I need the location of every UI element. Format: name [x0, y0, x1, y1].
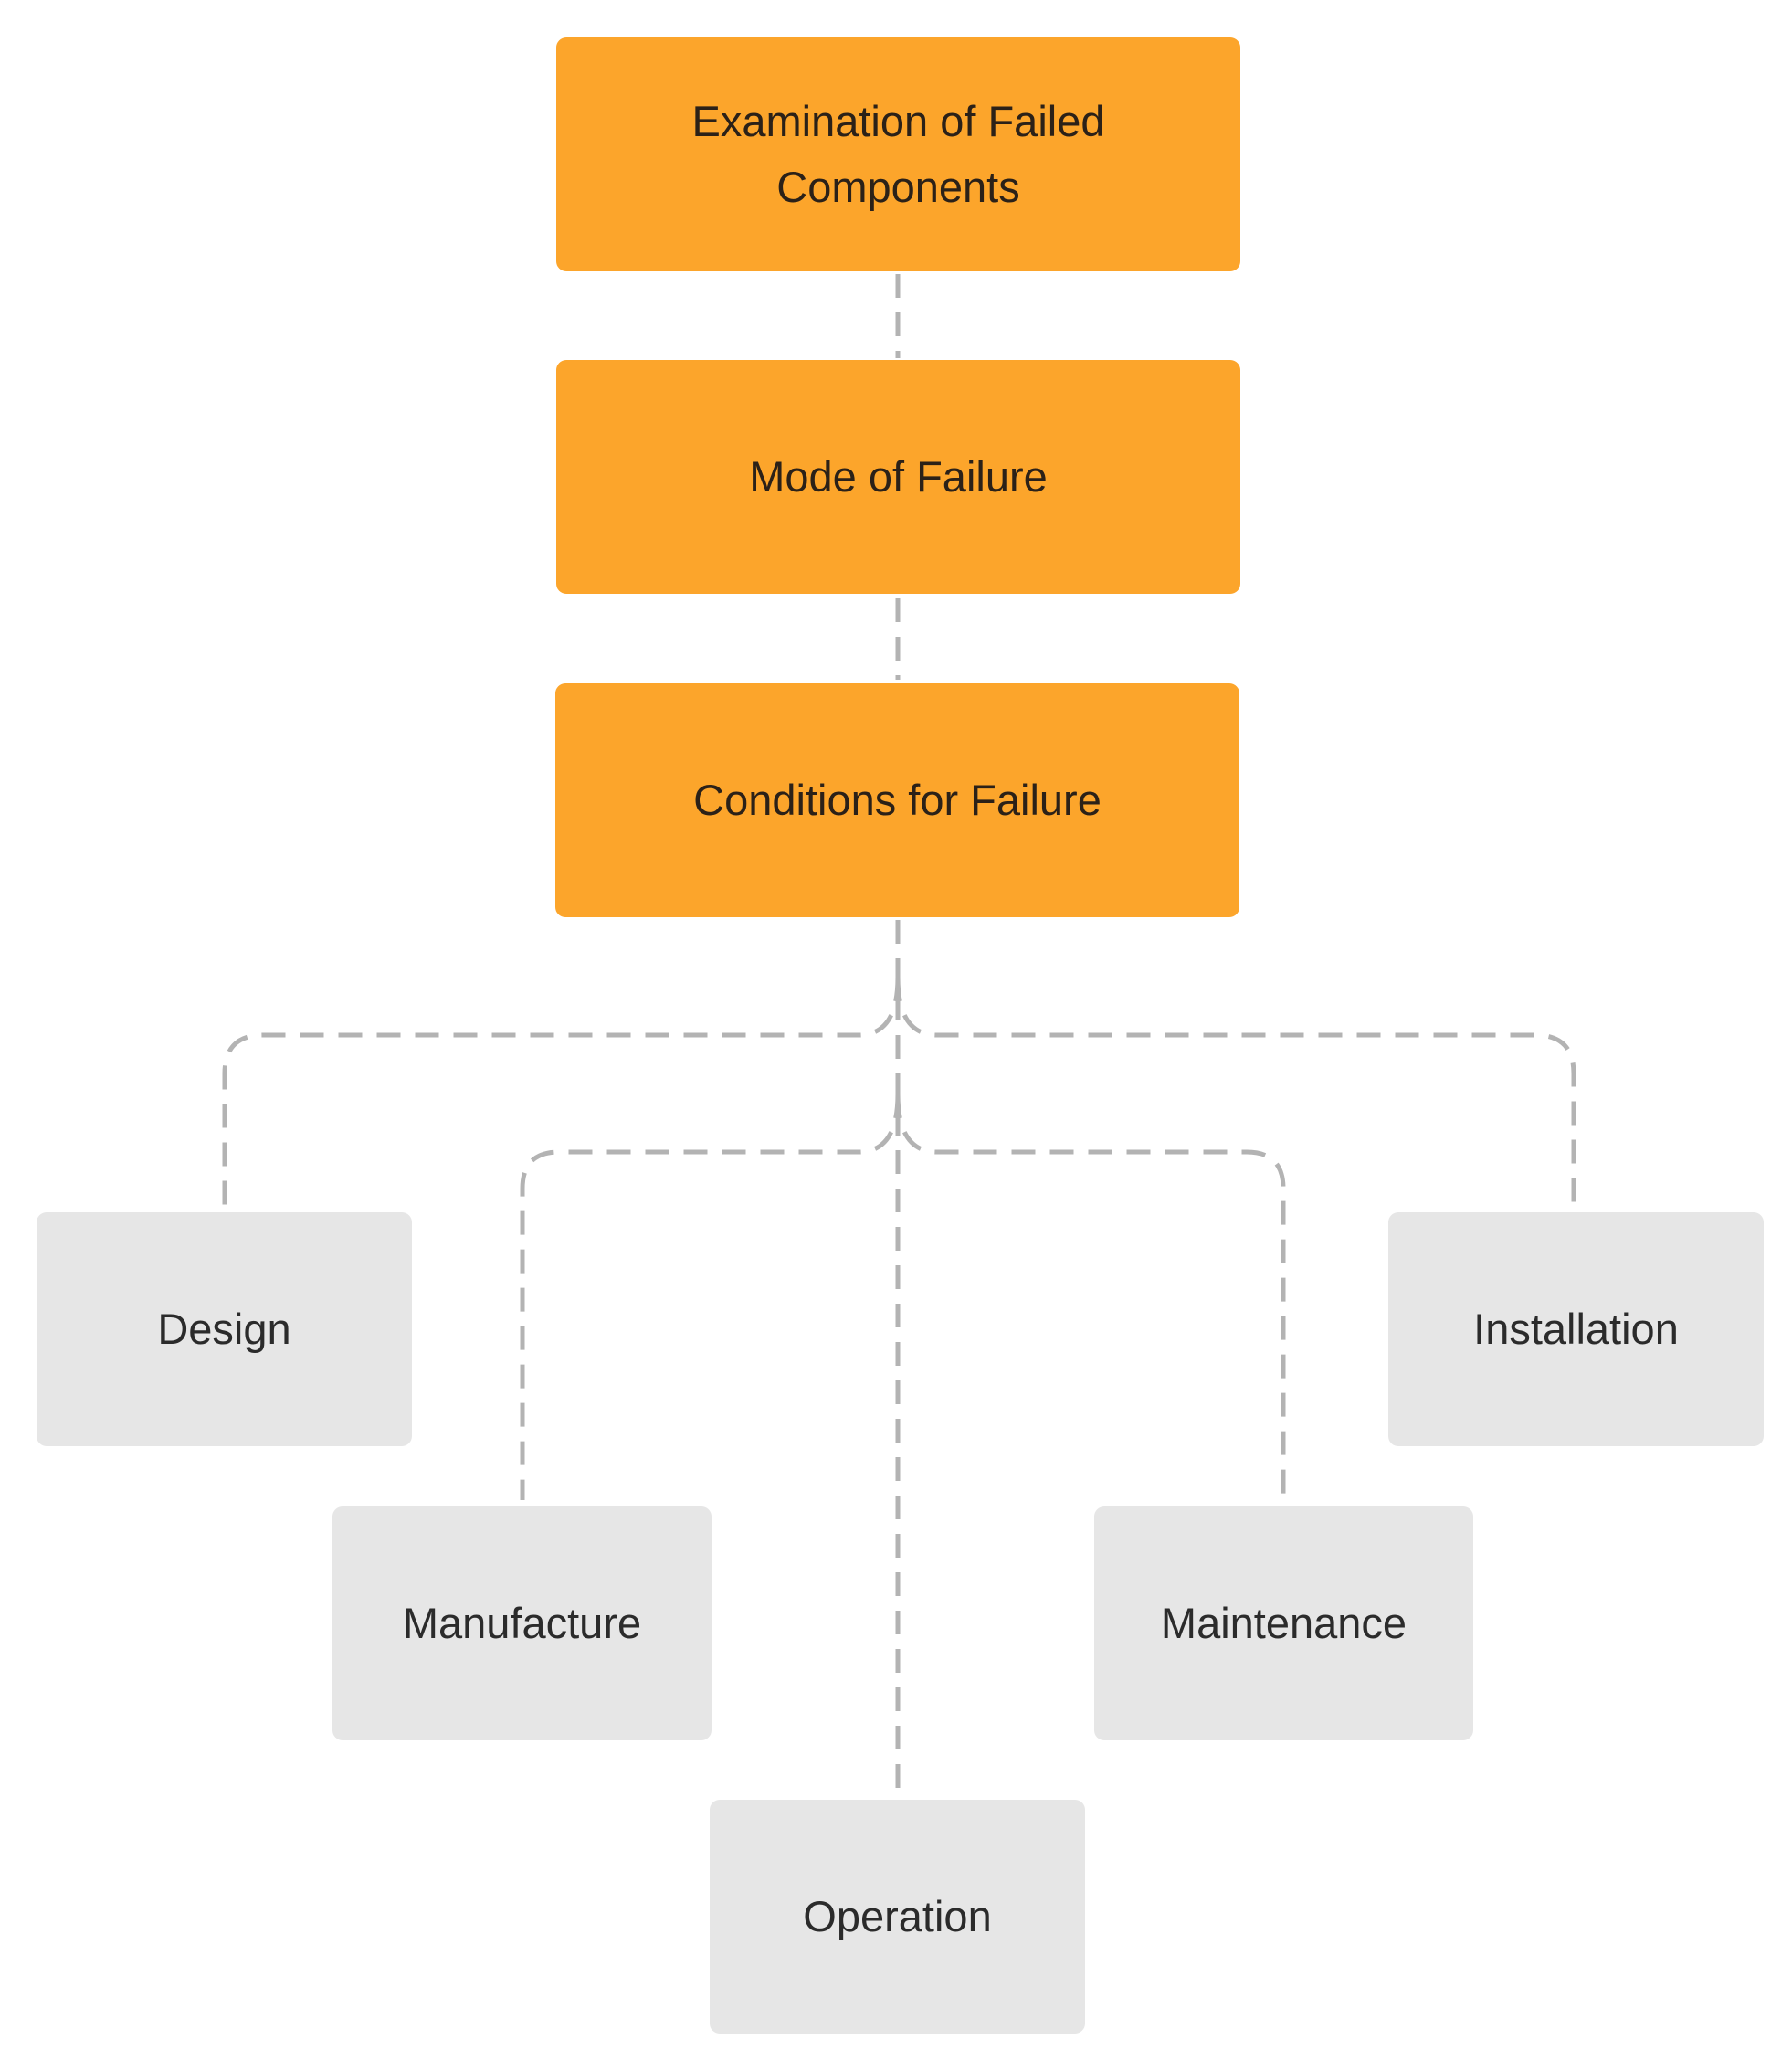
node-label-examination: Examination of Failed Components	[691, 97, 1105, 211]
node-conditions-for-failure: Conditions for Failure	[555, 683, 1239, 917]
connector-conditions-to-maintenance	[895, 1094, 1286, 1500]
node-label-mode: Mode of Failure	[749, 452, 1048, 501]
node-design: Design	[37, 1212, 412, 1446]
node-examination-of-failed-components: Examination of Failed Components	[556, 37, 1240, 271]
connector-conditions-to-design	[222, 977, 901, 1206]
node-label-design: Design	[157, 1305, 291, 1353]
node-label-operation: Operation	[803, 1892, 992, 1940]
node-operation: Operation	[710, 1800, 1085, 2034]
connector-conditions-to-installation	[895, 977, 1576, 1206]
node-label-installation: Installation	[1473, 1305, 1679, 1353]
connector-conditions-to-manufacture	[520, 1094, 901, 1500]
node-maintenance: Maintenance	[1094, 1506, 1473, 1740]
node-label-manufacture: Manufacture	[402, 1599, 642, 1647]
node-label-conditions: Conditions for Failure	[693, 776, 1102, 824]
node-manufacture: Manufacture	[332, 1506, 712, 1740]
node-label-maintenance: Maintenance	[1160, 1599, 1407, 1647]
node-mode-of-failure: Mode of Failure	[556, 360, 1240, 594]
node-installation: Installation	[1388, 1212, 1764, 1446]
